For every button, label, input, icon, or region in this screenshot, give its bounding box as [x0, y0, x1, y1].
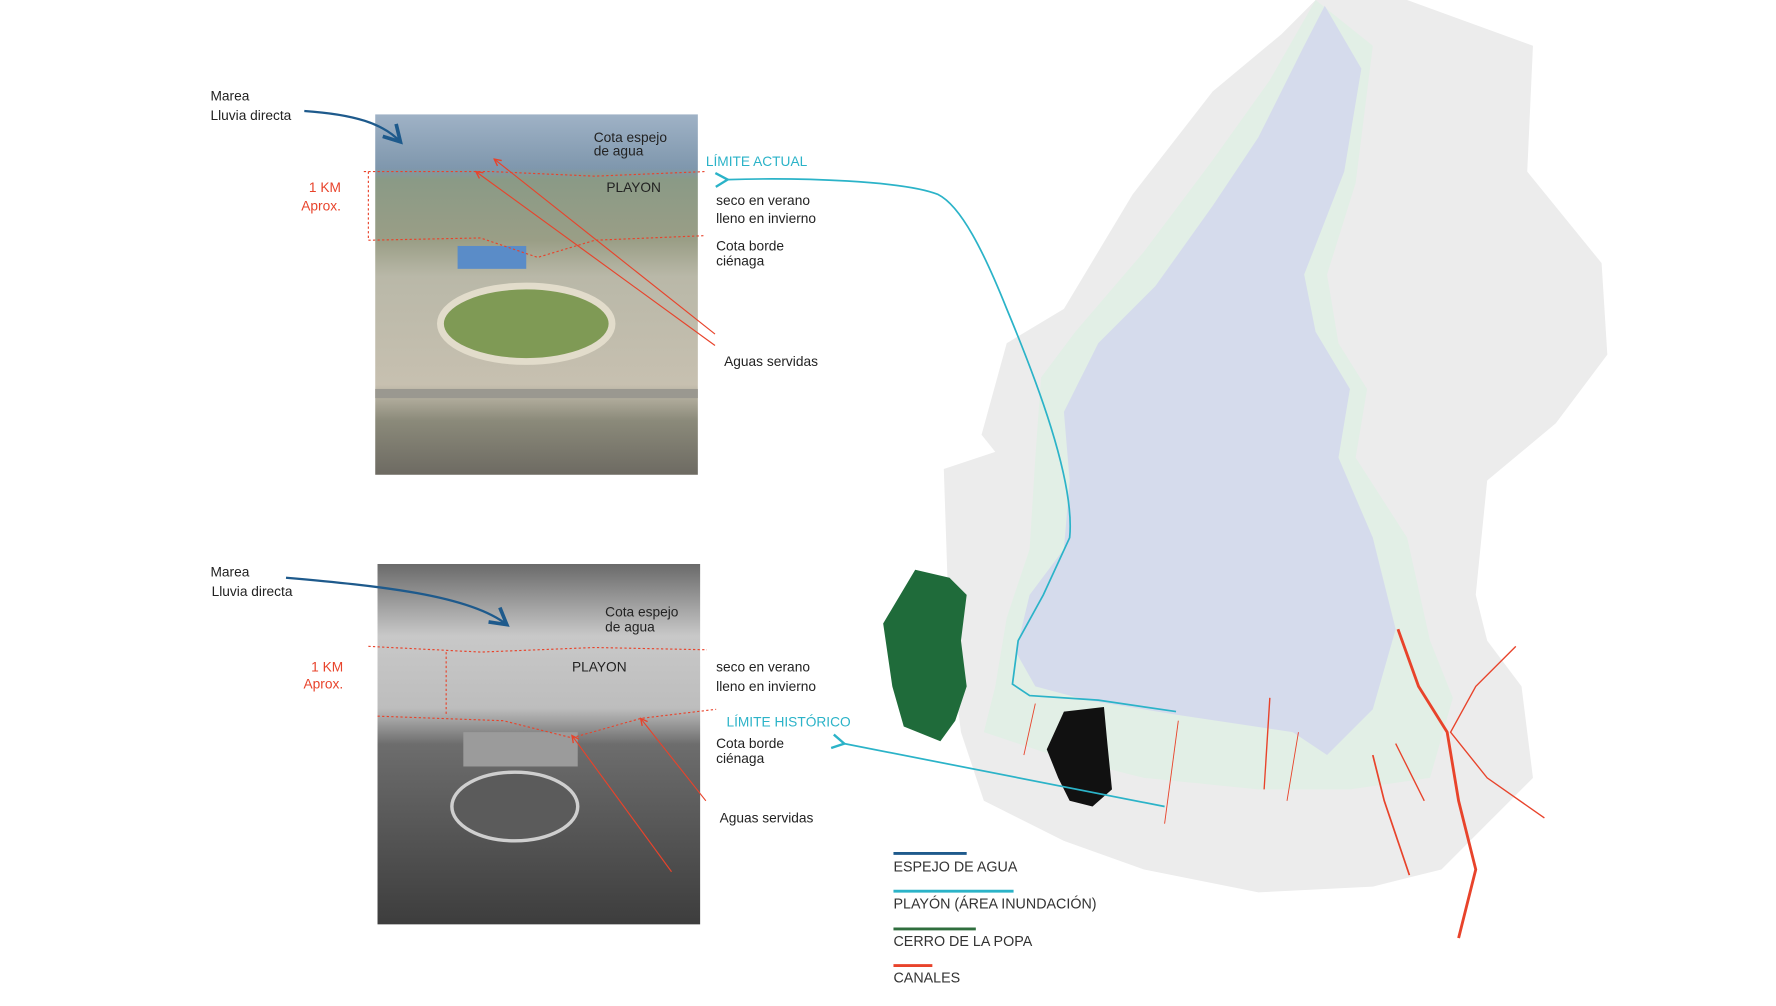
aguas-servidas-arrows	[476, 159, 716, 346]
marea-label: Marea	[210, 89, 249, 104]
playon-label: PLAYON	[572, 660, 627, 675]
legend-label-espejo: ESPEJO DE AGUA	[893, 860, 1017, 876]
bottom-photo-group: Marea Lluvia directa Cota espejo de agua…	[210, 563, 851, 925]
bottom-limits	[368, 645, 717, 739]
limite-actual-label: LÍMITE ACTUAL	[706, 153, 808, 169]
top-limits	[363, 171, 705, 259]
seco-label: seco en verano	[716, 660, 810, 675]
lluvia-label: Lluvia directa	[210, 108, 291, 123]
limite-actual-line	[714, 172, 1177, 713]
map	[714, 0, 1608, 939]
cota-espejo-label-2: de agua	[605, 619, 655, 634]
road	[375, 388, 698, 399]
urban-patch	[1046, 706, 1112, 807]
lluvia-label: Lluvia directa	[212, 584, 293, 599]
km-label: 1 KM	[309, 180, 341, 195]
aguas-servidas-label: Aguas servidas	[720, 811, 814, 826]
marea-arrow	[304, 109, 403, 145]
aguas-servidas-arrows-historic	[572, 718, 707, 873]
cota-borde-label: Cota borde	[716, 239, 784, 254]
lleno-label: lleno en invierno	[716, 211, 816, 226]
legend: ESPEJO DE AGUA PLAYÓN (ÁREA INUNDACIÓN) …	[893, 851, 1097, 987]
cienaga-label: ciénaga	[716, 751, 764, 766]
cota-espejo-label: Cota espejo	[605, 605, 679, 620]
limite-historico-line	[830, 733, 1165, 808]
historic-stadium	[450, 770, 580, 843]
marea-label: Marea	[210, 565, 249, 580]
limite-historico-label: LÍMITE HISTÓRICO	[726, 713, 851, 729]
playon-lines	[714, 172, 1177, 808]
stadium-field	[437, 282, 616, 365]
aprox-label: Aprox.	[301, 198, 341, 213]
cota-espejo-label-2: de agua	[594, 144, 644, 159]
pool	[457, 245, 527, 269]
historic-buildings	[463, 732, 578, 767]
playon-label: PLAYON	[606, 180, 661, 195]
aguas-servidas-label: Aguas servidas	[724, 354, 818, 369]
lleno-label: lleno en invierno	[716, 679, 816, 694]
aprox-label: Aprox.	[304, 677, 344, 692]
legend-label-canales: CANALES	[893, 971, 960, 987]
legend-label-cerro: CERRO DE LA POPA	[893, 934, 1032, 950]
cerro-de-la-popa	[883, 569, 967, 742]
canales	[1023, 628, 1545, 939]
cienaga-label: ciénaga	[716, 253, 764, 268]
cota-espejo-label: Cota espejo	[594, 130, 668, 145]
top-photo-group: Marea Lluvia directa Cota espejo de agua…	[210, 89, 818, 475]
espejo-de-agua	[1015, 5, 1396, 756]
seco-label: seco en verano	[716, 193, 810, 208]
cota-borde-label: Cota borde	[716, 736, 784, 751]
legend-label-playon: PLAYÓN (ÁREA INUNDACIÓN)	[893, 895, 1096, 912]
km-label: 1 KM	[311, 660, 343, 675]
marea-arrow-historic	[285, 576, 510, 627]
